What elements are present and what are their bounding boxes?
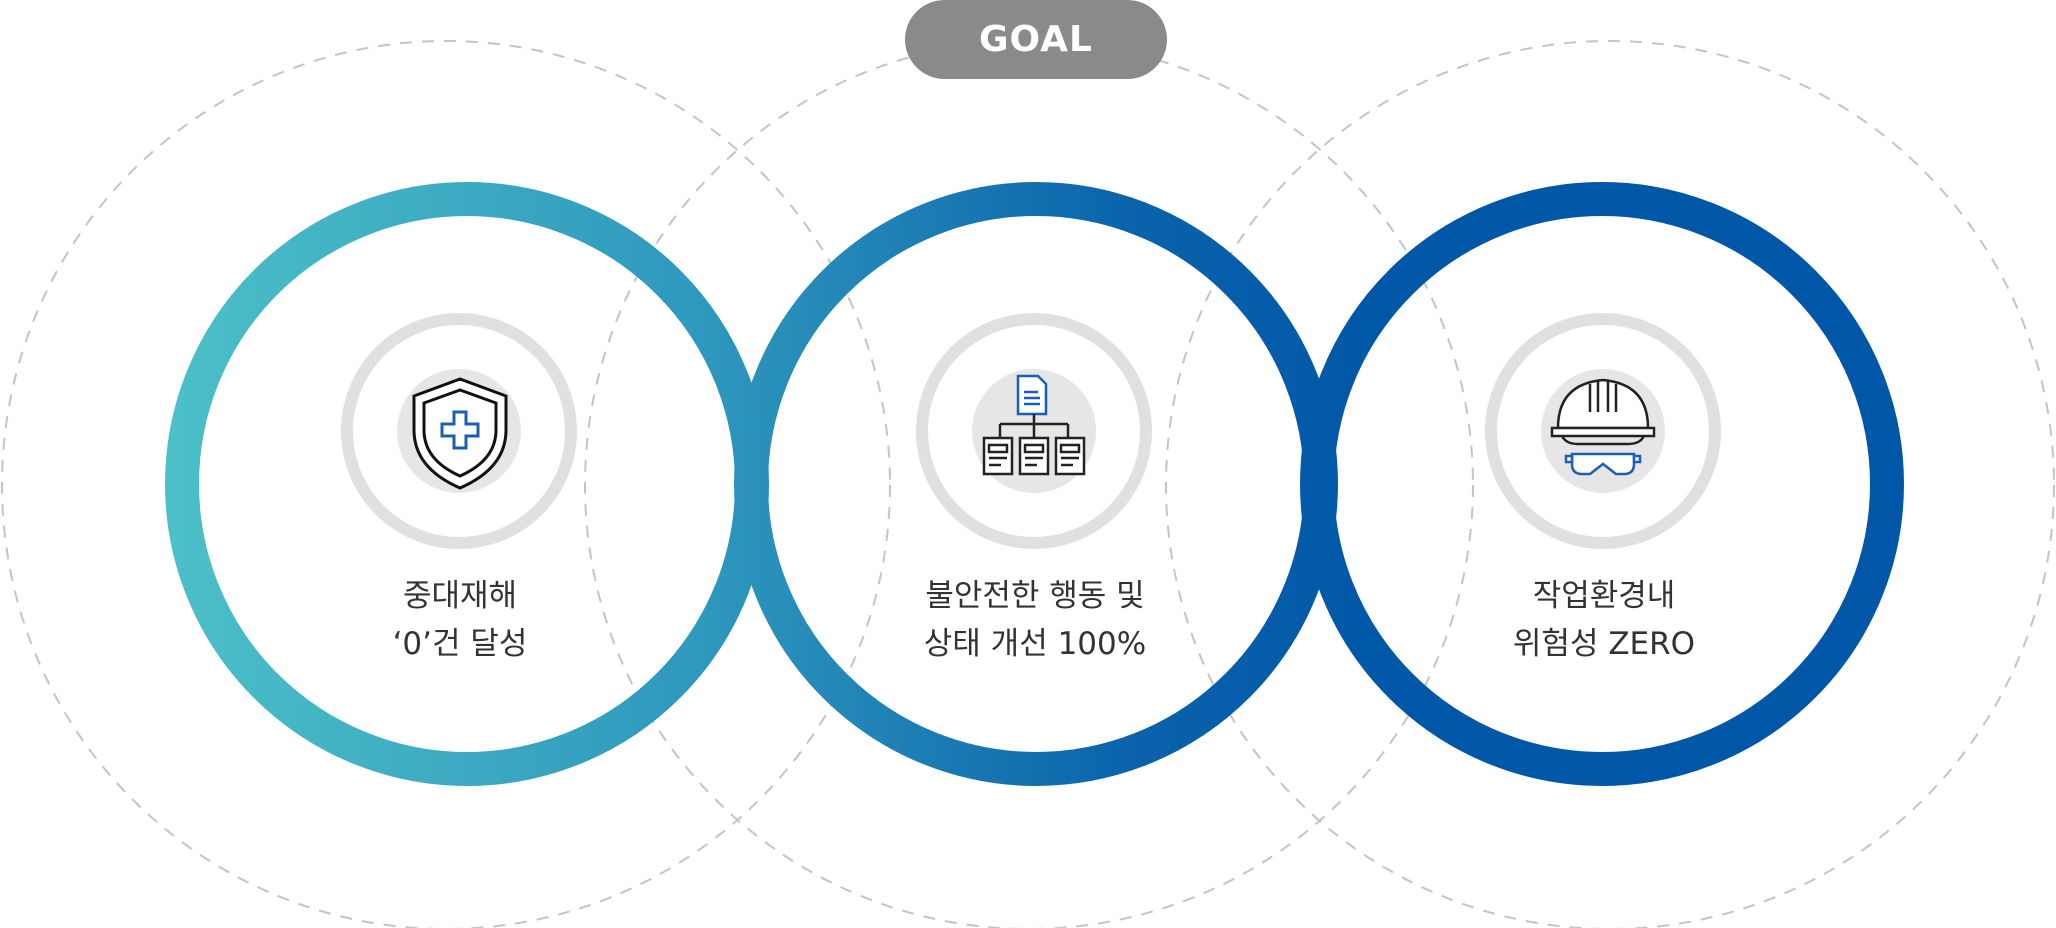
goal-item-3-line2: 위험성 ZERO — [1512, 626, 1696, 662]
dashed-circle-left — [1, 40, 891, 928]
shield-cross-icon — [412, 377, 508, 490]
ring-right — [1300, 182, 1904, 786]
goal-badge: GOAL — [905, 0, 1167, 79]
goal-item-2-line2: 상태 개선 100% — [923, 626, 1147, 662]
goal-item-3-line1: 작업환경내 — [1532, 578, 1676, 614]
goal-item-1-line1: 중대재해 — [402, 578, 518, 614]
goal-item-1-line2: ‘0’건 달성 — [392, 626, 528, 662]
goal-label: GOAL — [979, 19, 1093, 60]
goal-item-3-label: 작업환경내 위험성 ZERO — [1424, 572, 1784, 668]
icon-ring-right — [1485, 313, 1721, 549]
icon-ring-middle — [916, 313, 1152, 549]
icon-ring-left — [341, 313, 577, 549]
dashed-circle-right — [1165, 40, 2055, 928]
document-hierarchy-icon — [982, 374, 1086, 476]
goal-item-1-label: 중대재해 ‘0’건 달성 — [280, 572, 640, 668]
hardhat-goggles-icon — [1550, 378, 1656, 476]
goal-item-2-line1: 불안전한 행동 및 — [925, 578, 1145, 614]
goal-item-2-label: 불안전한 행동 및 상태 개선 100% — [855, 572, 1215, 668]
